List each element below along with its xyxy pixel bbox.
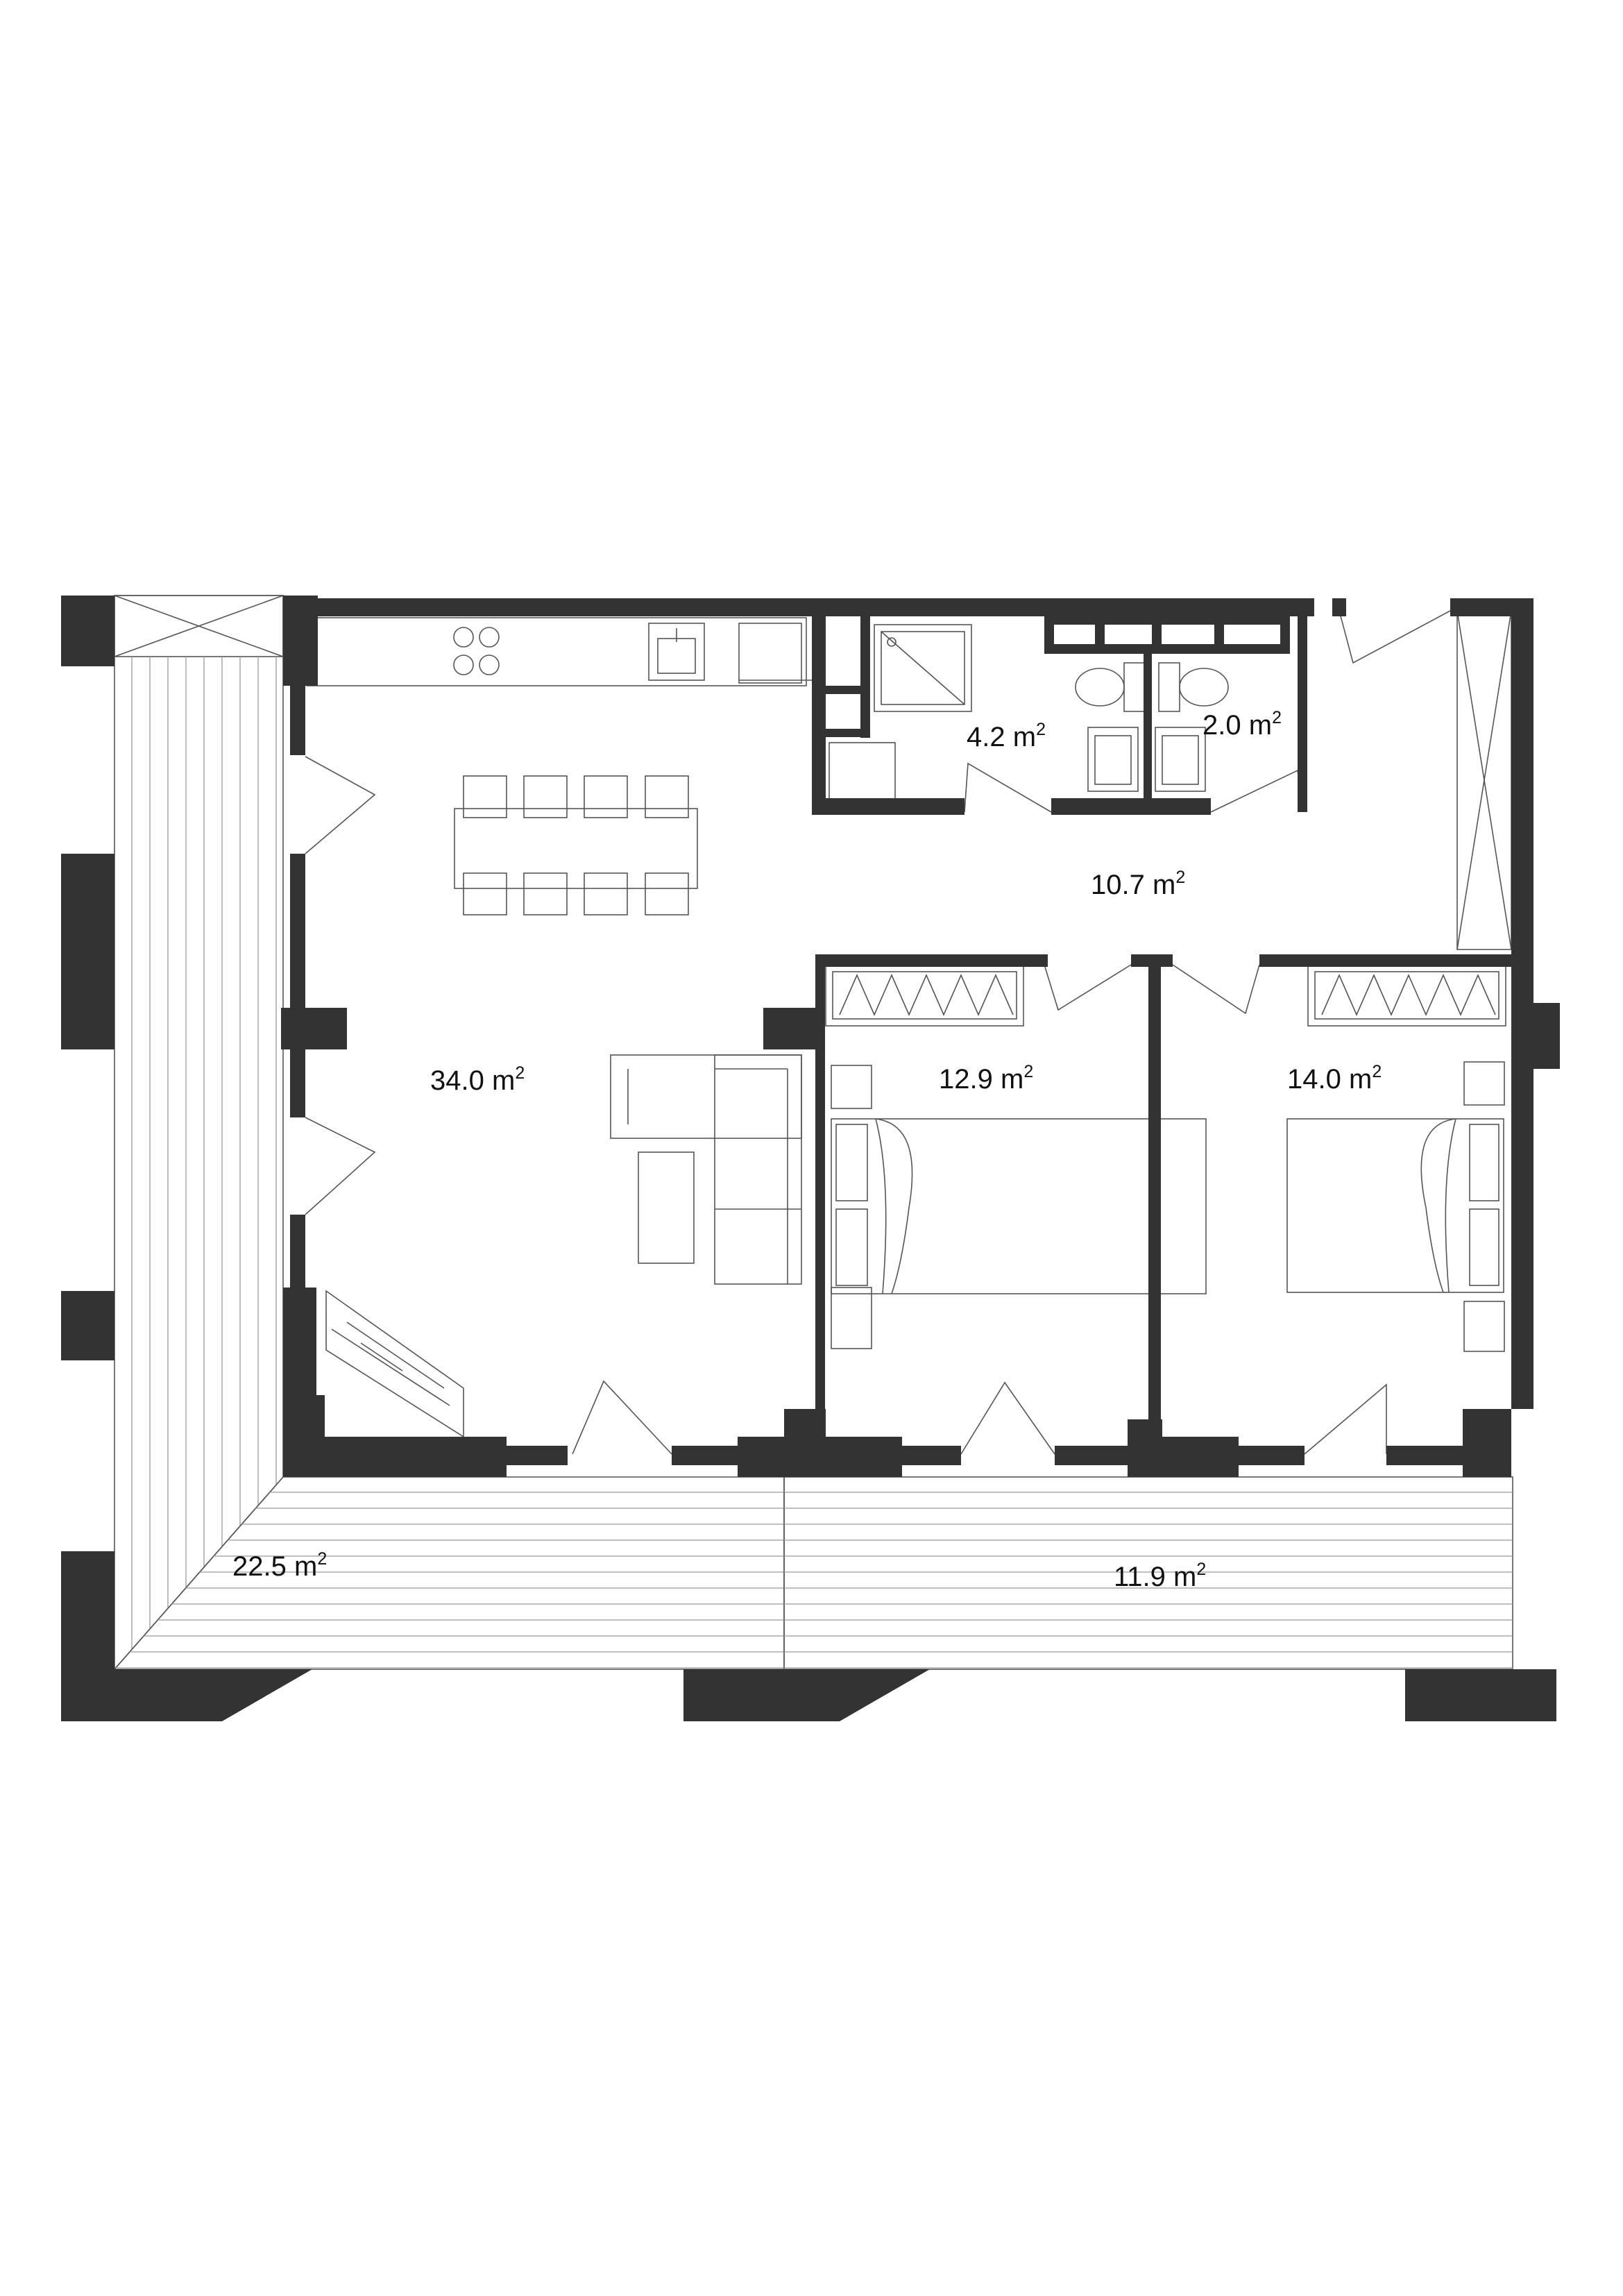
bed-bedroom-1 xyxy=(831,1065,1207,1349)
dining-chair xyxy=(645,775,689,818)
wardrobe-hall xyxy=(1456,610,1512,950)
dining-table xyxy=(454,808,698,889)
area-terrace-south: 11.9 m2 xyxy=(1114,1560,1206,1592)
fridge-icon xyxy=(738,623,812,684)
doors xyxy=(305,610,1451,1455)
dining-chair xyxy=(645,872,689,915)
dining-chair xyxy=(523,775,568,818)
area-terrace-west: 22.5 m2 xyxy=(232,1549,327,1582)
area-bathroom: 4.2 m2 xyxy=(967,720,1046,752)
fireplace-icon xyxy=(325,1290,464,1438)
kitchen-sink-icon xyxy=(648,623,705,681)
area-bedroom-2: 14.0 m2 xyxy=(1287,1062,1382,1095)
room-labels: 34.0 m2 4.2 m2 2.0 m2 10.7 m2 12.9 m2 14… xyxy=(232,708,1382,1592)
dining-chair xyxy=(584,872,628,915)
cooktop-icon xyxy=(453,627,500,675)
area-hallway: 10.7 m2 xyxy=(1091,868,1185,900)
dining-chair xyxy=(463,872,507,915)
wardrobe-bedroom-1 xyxy=(825,964,1024,1027)
shower-icon xyxy=(874,624,972,712)
area-wc: 2.0 m2 xyxy=(1203,708,1282,741)
area-bedroom-1: 12.9 m2 xyxy=(939,1062,1033,1095)
furniture xyxy=(306,610,1512,1438)
dining-chair xyxy=(463,775,507,818)
dining-chairs xyxy=(463,775,689,915)
bed-bedroom-2 xyxy=(1286,1061,1505,1352)
kitchen-counter xyxy=(306,617,807,686)
coffee-table xyxy=(638,1151,695,1264)
washbasin-icon xyxy=(1087,727,1206,792)
dining-chair xyxy=(584,775,628,818)
toilet-icon xyxy=(1075,662,1229,712)
sofa-icon xyxy=(610,1054,802,1285)
wardrobe-bedroom-2 xyxy=(1307,964,1506,1027)
dining-chair xyxy=(523,872,568,915)
walls xyxy=(61,596,1560,1721)
area-living-kitchen: 34.0 m2 xyxy=(430,1063,525,1096)
